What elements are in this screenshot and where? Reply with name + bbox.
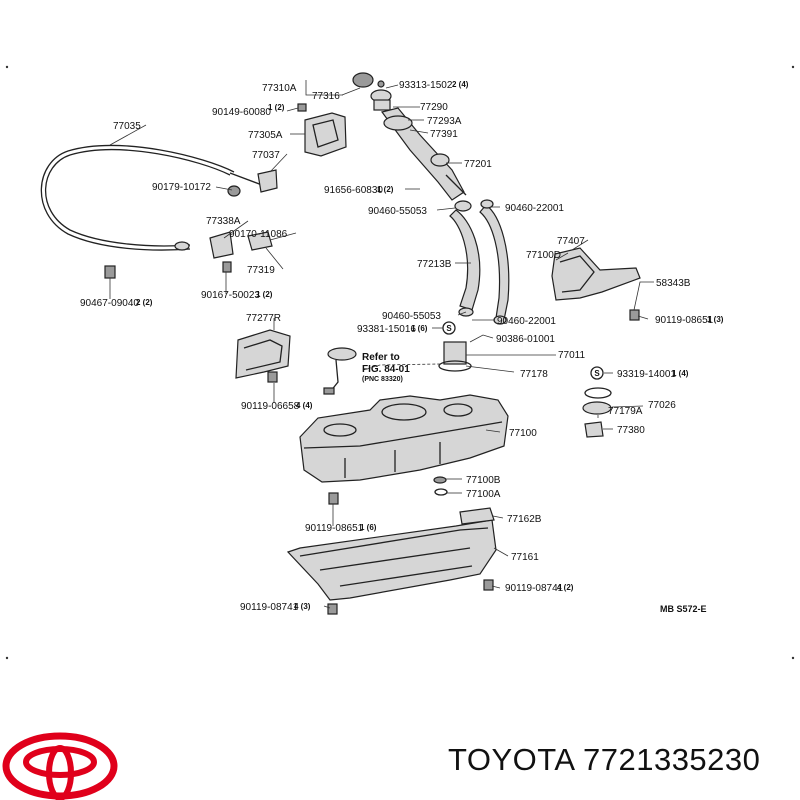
- part-labels: 77310A 77316 93313-1502 2 (4) 90149-6008…: [80, 80, 724, 613]
- label-77293a: 77293A: [427, 116, 462, 127]
- label-77213b: 77213B: [417, 259, 452, 270]
- label-77316: 77316: [312, 91, 340, 102]
- qty-90167-50023: 1 (2): [256, 290, 273, 299]
- brand-part-number: TOYOTA 7721335230: [448, 742, 761, 777]
- label-77290: 77290: [420, 102, 448, 113]
- label-77338a: 77338A: [206, 216, 241, 227]
- label-77201: 77201: [464, 159, 492, 170]
- label-90467-09040: 90467-09040: [80, 298, 139, 309]
- label-90149-60080: 90149-60080: [212, 107, 271, 118]
- label-77305a: 77305A: [248, 130, 283, 141]
- label-90119-08741-left: 90119-08741: [240, 602, 299, 613]
- filler-cap: [352, 72, 392, 111]
- label-90119-08651-right: 90119-08651: [655, 315, 714, 326]
- label-77100: 77100: [509, 428, 537, 439]
- label-93381-15016: 93381-15016: [357, 324, 416, 335]
- tank-protector-77161: [286, 507, 497, 615]
- label-77026: 77026: [648, 400, 676, 411]
- label-90170-11086: 90170-11086: [229, 229, 288, 240]
- label-90460-22001-bottom: 90460-22001: [497, 316, 556, 327]
- qty-91656-60830: 1 (2): [377, 185, 394, 194]
- cable-bracket-77037: [227, 169, 278, 197]
- opener-lever-77338a: [104, 231, 273, 279]
- reference-note: Refer to FIG. 84-01 (PNC 83320): [362, 352, 410, 383]
- label-77277r: 77277R: [246, 313, 281, 324]
- toyota-logo-icon: [2, 732, 118, 800]
- label-77162b: 77162B: [507, 514, 542, 525]
- qty-90119-08651-bottom: 1 (6): [360, 523, 377, 532]
- label-93313-1502: 93313-1502: [399, 80, 453, 91]
- label-77011: 77011: [558, 350, 586, 361]
- svg-text:S: S: [446, 324, 452, 333]
- qty-90119-08651-right: 1 (3): [707, 315, 724, 324]
- fuel-sender-gauge: [323, 347, 357, 395]
- qty-90149-60080: 1 (2): [268, 103, 285, 112]
- label-77178: 77178: [520, 369, 548, 380]
- qty-90119-06658: 4 (4): [296, 401, 313, 410]
- drain-plug-parts: [433, 476, 448, 496]
- qty-90119-08741-right: 4 (2): [557, 583, 574, 592]
- label-77310a: 77310A: [262, 83, 297, 94]
- label-91656-60830: 91656-60830: [324, 185, 383, 196]
- label-77100d: 77100D: [526, 250, 561, 261]
- label-58343b: 58343B: [656, 278, 691, 289]
- breather-hose-77100d: [479, 199, 510, 325]
- label-77100a: 77100A: [466, 489, 501, 500]
- label-77179a: 77179A: [608, 406, 643, 417]
- qty-93381-15016: 1 (6): [411, 324, 428, 333]
- label-90179-10172: 90179-10172: [152, 182, 211, 193]
- fuel-lid-opener-cable: [40, 144, 263, 251]
- reference-note-line2: FIG. 84-01: [362, 364, 410, 375]
- label-90167-50023: 90167-50023: [201, 290, 260, 301]
- reference-note-line1: Refer to: [362, 352, 400, 363]
- label-77035: 77035: [113, 121, 141, 132]
- label-77391: 77391: [430, 129, 458, 140]
- qty-93313-1502: 2 (4): [452, 80, 469, 89]
- label-90386-01001: 90386-01001: [496, 334, 555, 345]
- gauge-ring-parts: S: [582, 366, 612, 438]
- label-90119-08741-right: 90119-08741: [505, 583, 564, 594]
- label-77100b: 77100B: [466, 475, 501, 486]
- protector-77277r: [235, 329, 291, 383]
- filler-hose-77213b: [449, 200, 481, 317]
- reference-note-line3: (PNC 83320): [362, 376, 403, 383]
- label-93319-14001: 93319-14001: [617, 369, 676, 380]
- label-77319: 77319: [247, 265, 275, 276]
- small-clip-90149: [297, 103, 307, 112]
- filler-neck-pipe: [380, 107, 467, 201]
- label-90460-55053-top: 90460-55053: [368, 206, 427, 217]
- qty-90119-08741-left: 4 (3): [294, 602, 311, 611]
- label-90119-06658: 90119-06658: [241, 401, 300, 412]
- diagram-code: MB S572-E: [660, 604, 707, 614]
- leader-lines: [109, 80, 654, 609]
- fuel-pump-77011: S: [438, 321, 472, 372]
- label-77407: 77407: [557, 236, 585, 247]
- fuel-tank-77100: [299, 394, 509, 505]
- fuel-door-housing: [304, 112, 347, 157]
- qty-93319-14001: 1 (4): [672, 369, 689, 378]
- label-90119-08651-bottom: 90119-08651: [305, 523, 364, 534]
- qty-90467-09040: 2 (2): [136, 298, 153, 307]
- label-77161: 77161: [511, 552, 539, 563]
- label-77380: 77380: [617, 425, 645, 436]
- label-77037: 77037: [252, 150, 280, 161]
- label-90460-22001-top: 90460-22001: [505, 203, 564, 214]
- crop-marks: [5, 65, 795, 660]
- protector-77407: [551, 247, 641, 321]
- svg-text:S: S: [594, 369, 600, 378]
- label-90460-55053-bottom: 90460-55053: [382, 311, 441, 322]
